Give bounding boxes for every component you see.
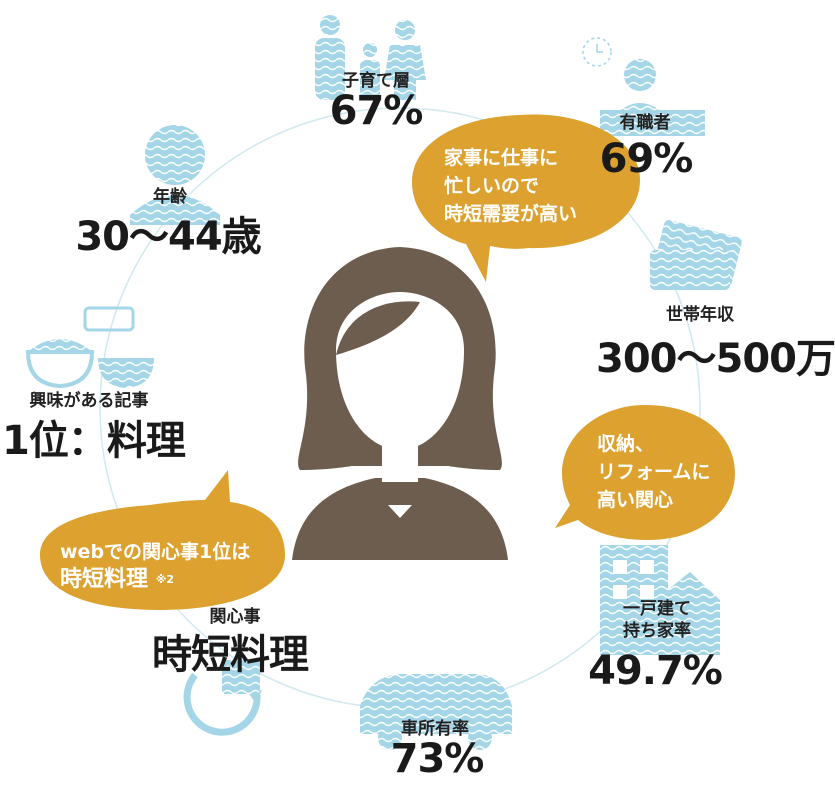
age-label: 年齢 [153, 187, 187, 207]
persona-infographic: 子育て層 67% 年齢 30〜44歳 有職者 69% 世帯年収 300〜500万… [2, 15, 835, 782]
car-value: 73% [390, 736, 485, 782]
woman-figure-icon [292, 247, 508, 560]
office-worker-icon [582, 37, 705, 136]
person-icon [130, 125, 220, 225]
employed-value: 69% [599, 136, 694, 182]
bubble-busy-line2: 忙しいので [444, 175, 540, 197]
car-icon [360, 674, 512, 750]
bubble-storage-line2: リフォームに [597, 461, 711, 483]
speech-bubble-storage [555, 405, 735, 540]
bubble-storage-line3: 高い関心 [597, 489, 674, 511]
bowls-icon [25, 306, 154, 389]
bubble-busy-text: 家事に仕事に 忙しいので 時短需要が高い [444, 144, 577, 228]
interest-value: 1位：料理 [2, 418, 186, 464]
bubble-web-line1: webでの関心事1位は [60, 541, 251, 563]
house-label-line1: 一戸建て [623, 599, 691, 619]
bubble-busy-line1: 家事に仕事に [444, 147, 559, 169]
family-icon [315, 15, 426, 100]
speech-bubble-web [40, 470, 285, 610]
infographic-graphics [25, 15, 742, 750]
children-label: 子育て層 [342, 71, 410, 91]
phone-icon [183, 660, 262, 736]
car-label: 車所有率 [401, 719, 469, 739]
bubble-busy-line3: 時短需要が高い [444, 203, 578, 225]
speech-bubble-busy [412, 114, 640, 283]
income-value: 300〜500万 [596, 336, 835, 382]
bubble-web-line2: 時短料理 ※2 [60, 566, 250, 594]
house-value: 49.7% [588, 648, 723, 694]
employed-label: 有職者 [619, 113, 671, 133]
concern-label: 関心事 [209, 607, 261, 627]
bubble-web-text: webでの関心事1位は 時短料理 ※2 [60, 538, 250, 594]
bubble-storage-line1: 収納、 [597, 433, 655, 455]
income-label: 世帯年収 [666, 305, 734, 325]
interest-label: 興味がある記事 [29, 391, 149, 411]
house-label: 一戸建て 持ち家率 [612, 598, 702, 642]
bubble-storage-text: 収納、 リフォームに 高い関心 [597, 430, 710, 514]
house-label-line2: 持ち家率 [623, 621, 691, 641]
card-icon [650, 220, 742, 290]
house-icon [600, 545, 720, 655]
footnote-mark: ※2 [155, 573, 175, 586]
concern-value: 時短料理 [152, 632, 309, 678]
age-value: 30〜44歳 [75, 214, 261, 260]
bubble-web-highlight: 時短料理 [60, 567, 149, 592]
children-value: 67% [329, 88, 424, 134]
